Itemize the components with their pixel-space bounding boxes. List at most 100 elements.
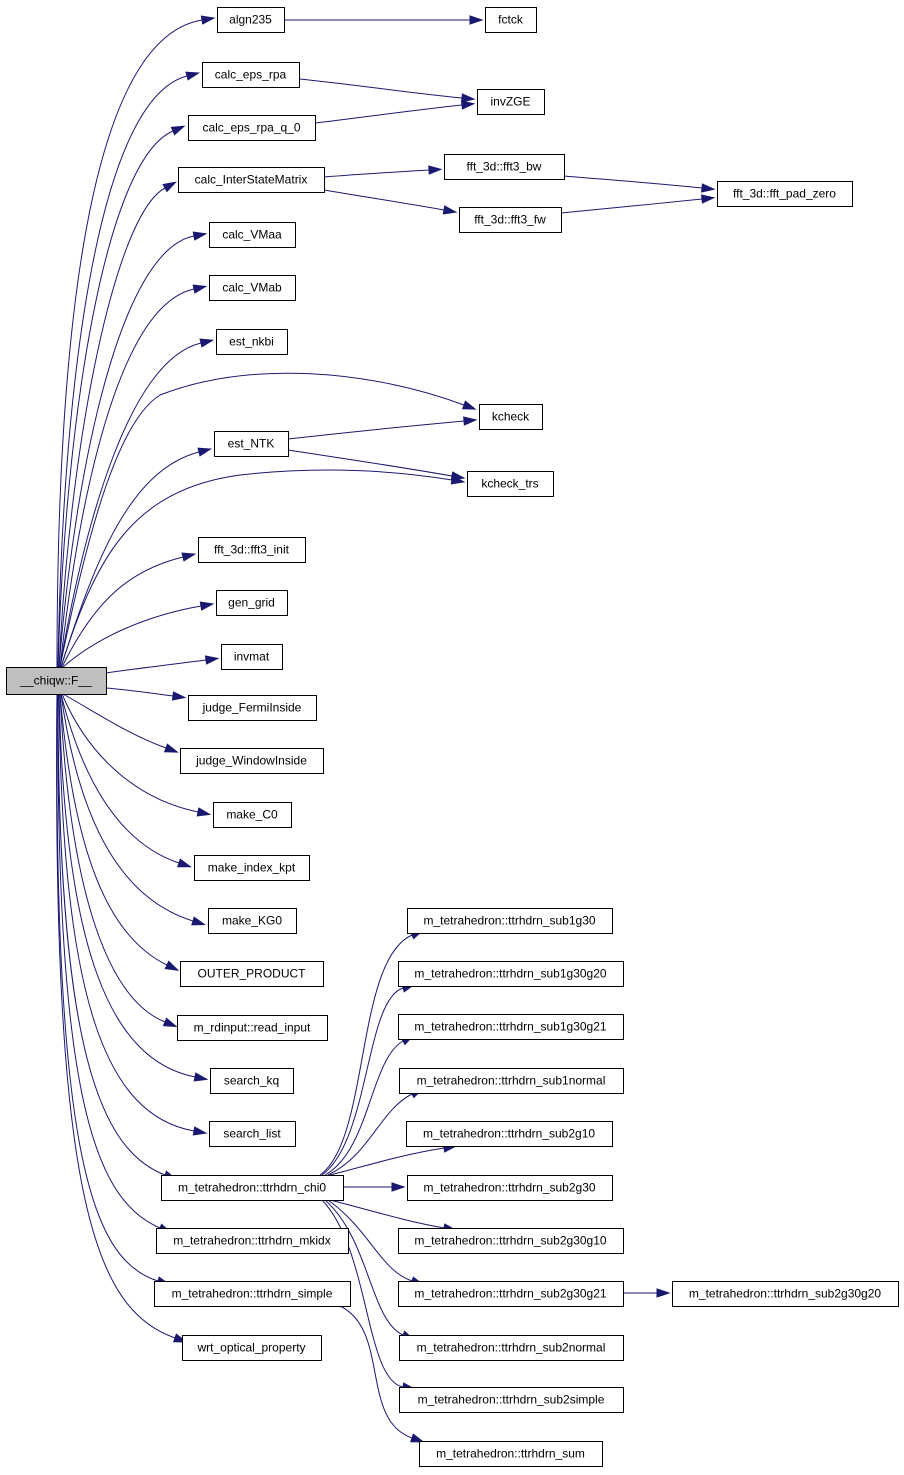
node-box[interactable]: [485, 7, 537, 33]
edge-line: [57, 130, 174, 668]
node-sub2simple[interactable]: m_tetrahedron::ttrhdrn_sub2simple: [399, 1387, 624, 1413]
node-box[interactable]: [216, 329, 288, 355]
node-box[interactable]: [209, 1121, 296, 1147]
node-search_list[interactable]: search_list: [209, 1121, 296, 1147]
node-label: fft_3d::fft_pad_zero: [733, 187, 836, 201]
node-root[interactable]: __chiqw::F__: [6, 667, 107, 695]
node-sub2normal[interactable]: m_tetrahedron::ttrhdrn_sub2normal: [399, 1335, 624, 1361]
node-calc_InterStateMatrix[interactable]: calc_InterStateMatrix: [178, 167, 325, 193]
node-box[interactable]: [6, 667, 107, 695]
node-calc_VMaa[interactable]: calc_VMaa: [209, 222, 296, 248]
node-box[interactable]: [180, 748, 324, 774]
node-box[interactable]: [202, 62, 300, 88]
node-box[interactable]: [477, 89, 545, 115]
node-kcheck_trs[interactable]: kcheck_trs: [467, 471, 554, 497]
node-box[interactable]: [154, 1281, 351, 1307]
node-sub2g30g10[interactable]: m_tetrahedron::ttrhdrn_sub2g30g10: [398, 1228, 624, 1254]
node-box[interactable]: [407, 1175, 613, 1201]
node-search_kq[interactable]: search_kq: [210, 1068, 294, 1094]
node-box[interactable]: [419, 1441, 603, 1467]
node-box[interactable]: [399, 1068, 624, 1094]
node-box[interactable]: [214, 431, 289, 457]
node-box[interactable]: [213, 802, 292, 828]
node-fft3_bw[interactable]: fft_3d::fft3_bw: [444, 154, 565, 180]
node-box[interactable]: [209, 275, 296, 301]
node-box[interactable]: [217, 7, 285, 33]
node-box[interactable]: [221, 644, 283, 670]
edge-root-to-calc_eps_rpa: [57, 71, 201, 668]
node-box[interactable]: [161, 1175, 344, 1201]
node-sub1g30[interactable]: m_tetrahedron::ttrhdrn_sub1g30: [407, 908, 613, 934]
node-ttrhdrn_mkidx[interactable]: m_tetrahedron::ttrhdrn_mkidx: [156, 1228, 349, 1254]
node-OUTER_PRODUCT[interactable]: OUTER_PRODUCT: [180, 961, 324, 987]
node-box[interactable]: [216, 590, 288, 616]
node-ttrhdrn_simple[interactable]: m_tetrahedron::ttrhdrn_simple: [154, 1281, 351, 1307]
edge-line: [321, 1199, 404, 1388]
edge-root-to-search_list: [58, 693, 208, 1136]
node-box[interactable]: [406, 1121, 613, 1147]
node-sub1normal[interactable]: m_tetrahedron::ttrhdrn_sub1normal: [399, 1068, 624, 1094]
node-sub2g30g21[interactable]: m_tetrahedron::ttrhdrn_sub2g30g21: [398, 1281, 624, 1307]
node-box[interactable]: [210, 1068, 294, 1094]
edge-root-to-kcheck_trs: [60, 469, 466, 668]
edge-algn235-to-fctck: [284, 15, 484, 25]
node-label: kcheck: [492, 410, 530, 424]
node-box[interactable]: [156, 1228, 349, 1254]
node-box[interactable]: [672, 1281, 899, 1307]
node-make_KG0[interactable]: make_KG0: [208, 908, 297, 934]
node-box[interactable]: [177, 1015, 328, 1041]
node-box[interactable]: [182, 1335, 322, 1361]
node-label: m_tetrahedron::ttrhdrn_chi0: [178, 1181, 326, 1195]
node-calc_eps_rpa[interactable]: calc_eps_rpa: [202, 62, 300, 88]
node-ttrhdrn_chi0[interactable]: m_tetrahedron::ttrhdrn_chi0: [161, 1175, 344, 1201]
node-box[interactable]: [444, 154, 565, 180]
node-judge_FermiInside[interactable]: judge_FermiInside: [188, 695, 317, 721]
node-box[interactable]: [194, 855, 310, 881]
node-box[interactable]: [399, 1387, 624, 1413]
edge-arrowhead: [391, 1182, 406, 1192]
node-box[interactable]: [398, 1228, 624, 1254]
node-sub2g30g20[interactable]: m_tetrahedron::ttrhdrn_sub2g30g20: [672, 1281, 899, 1307]
node-invmat[interactable]: invmat: [221, 644, 283, 670]
node-box[interactable]: [398, 1014, 624, 1040]
node-est_NTK[interactable]: est_NTK: [214, 431, 289, 457]
node-box[interactable]: [399, 1335, 624, 1361]
node-box[interactable]: [188, 115, 316, 141]
node-kcheck[interactable]: kcheck: [479, 404, 543, 430]
node-box[interactable]: [459, 207, 562, 233]
node-gen_grid[interactable]: gen_grid: [216, 590, 288, 616]
node-est_nkbi[interactable]: est_nkbi: [216, 329, 288, 355]
node-make_C0[interactable]: make_C0: [213, 802, 292, 828]
node-fctck[interactable]: fctck: [485, 7, 537, 33]
node-calc_eps_rpa_q_0[interactable]: calc_eps_rpa_q_0: [188, 115, 316, 141]
node-box[interactable]: [407, 908, 613, 934]
node-box[interactable]: [198, 537, 306, 563]
edge-line: [57, 693, 161, 1229]
node-read_input[interactable]: m_rdinput::read_input: [177, 1015, 328, 1041]
node-invZGE[interactable]: invZGE: [477, 89, 545, 115]
node-box[interactable]: [467, 471, 554, 497]
node-box[interactable]: [188, 695, 317, 721]
node-label: make_C0: [226, 808, 278, 822]
node-ttrhdrn_sum[interactable]: m_tetrahedron::ttrhdrn_sum: [419, 1441, 603, 1467]
node-calc_VMab[interactable]: calc_VMab: [209, 275, 296, 301]
node-judge_WindowInside[interactable]: judge_WindowInside: [180, 748, 324, 774]
node-sub2g10[interactable]: m_tetrahedron::ttrhdrn_sub2g10: [406, 1121, 613, 1147]
node-sub2g30[interactable]: m_tetrahedron::ttrhdrn_sub2g30: [407, 1175, 613, 1201]
node-fft_pad_zero[interactable]: fft_3d::fft_pad_zero: [717, 181, 853, 207]
node-sub1g30g20[interactable]: m_tetrahedron::ttrhdrn_sub1g30g20: [398, 961, 624, 987]
node-algn235[interactable]: algn235: [217, 7, 285, 33]
node-sub1g30g21[interactable]: m_tetrahedron::ttrhdrn_sub1g30g21: [398, 1014, 624, 1040]
node-box[interactable]: [209, 222, 296, 248]
node-box[interactable]: [178, 167, 325, 193]
node-fft3_init[interactable]: fft_3d::fft3_init: [198, 537, 306, 563]
node-box[interactable]: [398, 961, 624, 987]
node-box[interactable]: [479, 404, 543, 430]
node-fft3_fw[interactable]: fft_3d::fft3_fw: [459, 207, 562, 233]
node-make_index_kpt[interactable]: make_index_kpt: [194, 855, 310, 881]
node-box[interactable]: [398, 1281, 624, 1307]
node-wrt_optical_property[interactable]: wrt_optical_property: [182, 1335, 322, 1361]
node-box[interactable]: [180, 961, 324, 987]
node-box[interactable]: [717, 181, 853, 207]
node-box[interactable]: [208, 908, 297, 934]
